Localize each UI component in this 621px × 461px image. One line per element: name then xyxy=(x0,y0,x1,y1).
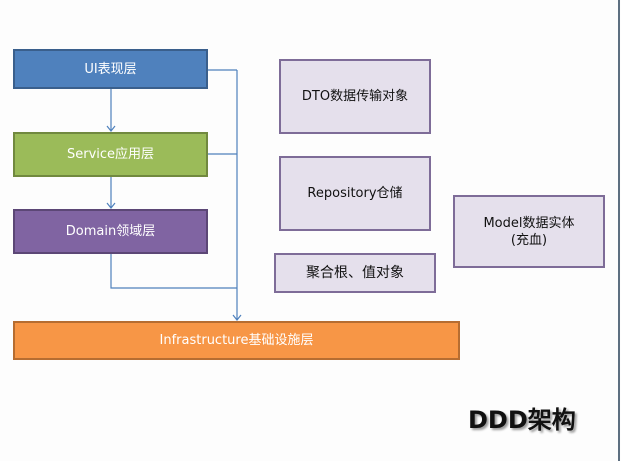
layer-infrastructure: Infrastructure基础设施层 xyxy=(13,321,460,360)
right-edge-border xyxy=(618,0,620,461)
concept-model: Model数据实体 (充血) xyxy=(453,195,605,268)
layer-service-label: Service应用层 xyxy=(66,147,155,162)
concept-aggregate-label: 聚合根、值对象 xyxy=(306,264,404,281)
concept-repository-label: Repository仓储 xyxy=(307,186,403,201)
layer-domain: Domain领域层 xyxy=(13,209,208,254)
concept-dto-label: DTO数据传输对象 xyxy=(301,89,409,104)
concept-model-label-line2: (充血) xyxy=(510,232,548,248)
arrowhead-infrastructure xyxy=(232,314,242,321)
concept-dto: DTO数据传输对象 xyxy=(279,59,431,134)
layer-infrastructure-label: Infrastructure基础设施层 xyxy=(159,333,314,348)
concept-repository: Repository仓储 xyxy=(279,156,431,231)
concept-model-label: Model数据实体 (充血) xyxy=(483,215,574,249)
layer-ui: UI表现层 xyxy=(13,49,208,89)
arrowhead-service xyxy=(106,125,116,132)
diagram-title: DDD架构 xyxy=(468,406,576,434)
layer-domain-label: Domain领域层 xyxy=(65,224,156,239)
connector-domain-trunk xyxy=(110,254,237,289)
layer-service: Service应用层 xyxy=(13,132,208,177)
layer-ui-label: UI表现层 xyxy=(84,61,137,77)
arrowhead-domain xyxy=(106,202,116,209)
concept-aggregate: 聚合根、值对象 xyxy=(274,253,436,293)
concept-model-label-line1: Model数据实体 xyxy=(483,215,575,231)
